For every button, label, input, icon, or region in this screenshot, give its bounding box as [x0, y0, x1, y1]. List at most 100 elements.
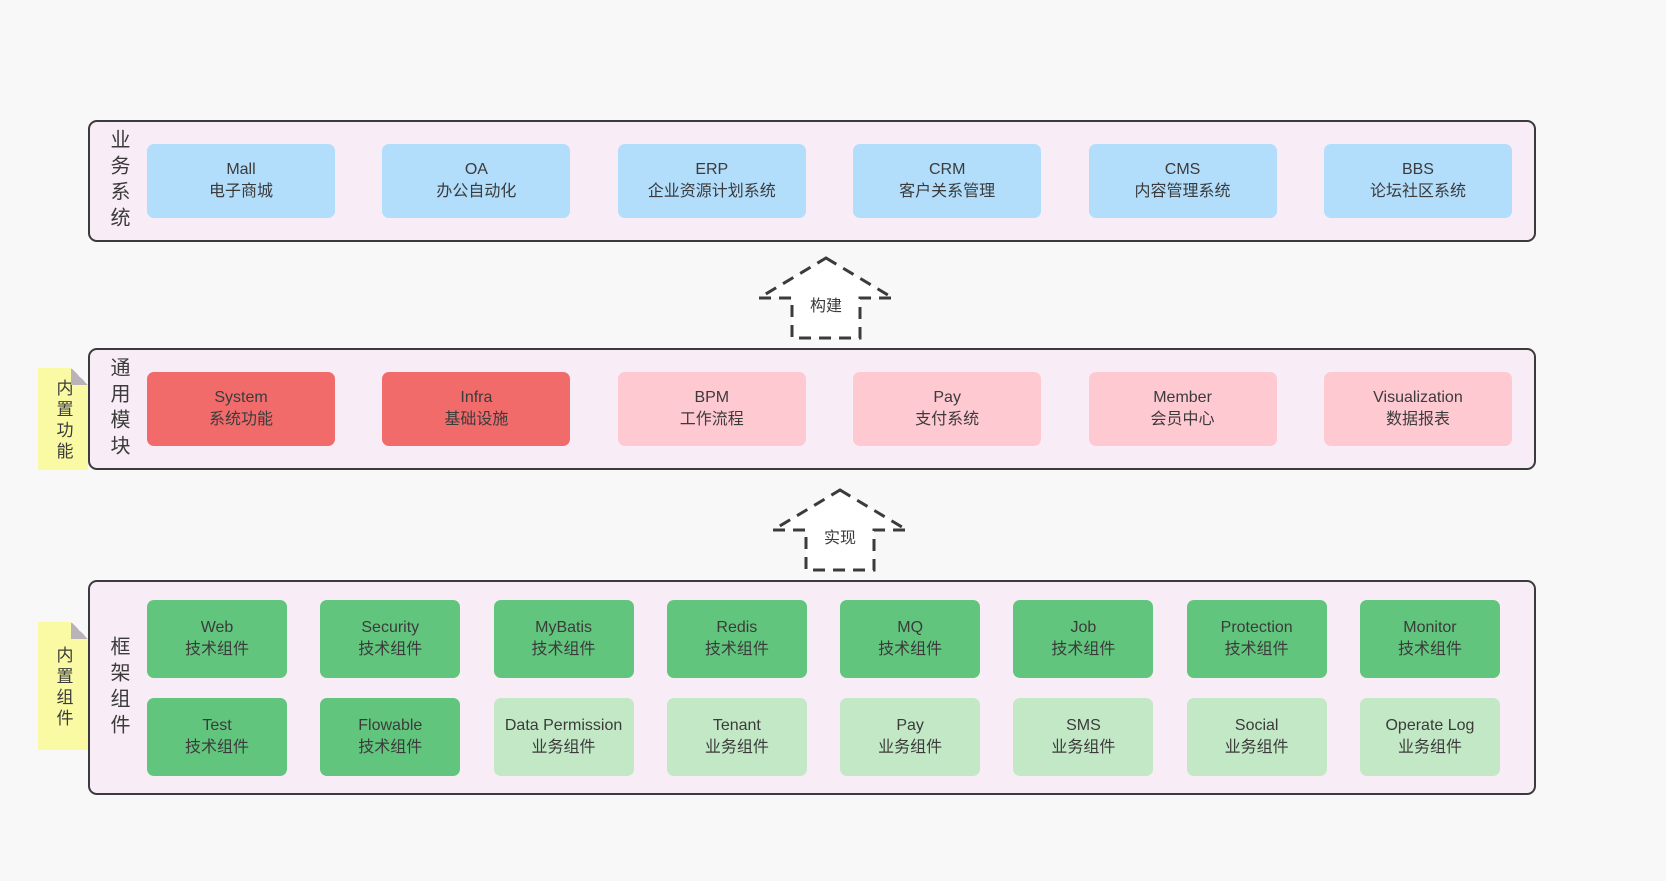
box-subtitle: 业务组件 [1397, 738, 1462, 756]
box-subtitle: 电子商城 [208, 183, 273, 200]
box-subtitle: 技术组件 [358, 640, 423, 658]
box-name: Web [200, 618, 234, 636]
box-subtitle: 客户关系管理 [899, 183, 996, 200]
box-subtitle: 技术组件 [184, 738, 249, 756]
box-name: Visualization [1373, 389, 1463, 406]
box-subtitle: 技术组件 [358, 738, 423, 756]
box-name: CMS [1164, 161, 1201, 178]
box-name: Tenant [712, 716, 761, 734]
box-name: MyBatis [535, 618, 593, 636]
diagram-box-mq: MQ 技术组件 [840, 599, 981, 678]
box-subtitle: 技术组件 [184, 640, 249, 658]
box-subtitle: 技术组件 [531, 640, 596, 658]
diagram-box-data-permission: Data Permission 业务组件 [493, 697, 634, 776]
box-name: MQ [897, 618, 924, 636]
diagram-box-visualization: Visualization 数据报表 [1323, 372, 1512, 446]
box-subtitle: 会员中心 [1150, 411, 1215, 428]
box-name: Mall [226, 161, 256, 178]
box-subtitle: 基础设施 [444, 411, 509, 428]
box-subtitle: 系统功能 [208, 411, 273, 428]
box-name: Pay [896, 716, 924, 734]
diagram-box-protection: Protection 技术组件 [1186, 599, 1327, 678]
sticky-note-built-in-features: 内置功能 [38, 368, 88, 470]
diagram-box-monitor: Monitor 技术组件 [1359, 599, 1500, 678]
business-systems-boxes: Mall 电子商城 OA 办公自动化 ERP 企业资源计划系统 CRM 客户关系管理 CMS 内容… [147, 122, 1534, 240]
sticky-note-label: 内置组件 [53, 646, 73, 730]
box-subtitle: 办公自动化 [436, 183, 517, 200]
diagram-box-redis: Redis 技术组件 [666, 599, 807, 678]
box-name: Data Permission [504, 716, 623, 734]
diagram-box-flowable: Flowable 技术组件 [320, 697, 461, 776]
diagram-box-bbs: BBS 论坛社区系统 [1323, 144, 1512, 218]
box-subtitle: 技术组件 [1224, 640, 1289, 658]
box-subtitle: 业务组件 [1224, 738, 1289, 756]
diagram-box-bpm: BPM 工作流程 [617, 372, 806, 446]
diagram-box-security: Security 技术组件 [320, 599, 461, 678]
box-subtitle: 内容管理系统 [1134, 183, 1231, 200]
box-name: Test [202, 716, 232, 734]
note-fold-corner [71, 368, 88, 385]
diagram-box-mall: Mall 电子商城 [147, 144, 335, 218]
box-subtitle: 工作流程 [679, 411, 744, 428]
sticky-note-built-in-components: 内置组件 [38, 622, 88, 750]
diagram-box-tenant: Tenant 业务组件 [666, 697, 807, 776]
box-subtitle: 业务组件 [1051, 738, 1116, 756]
box-name: BBS [1401, 161, 1434, 178]
box-name: Infra [460, 389, 493, 406]
diagram-box-pay: Pay 业务组件 [840, 697, 981, 776]
box-name: Member [1153, 389, 1212, 406]
note-fold-corner [71, 622, 88, 639]
box-name: Flowable [358, 716, 423, 734]
box-name: OA [464, 161, 488, 178]
diagram-box-pay: Pay 支付系统 [853, 372, 1042, 446]
diagram-box-infra: Infra 基础设施 [382, 372, 571, 446]
section-label-framework-components: 框架组件 [107, 635, 129, 740]
business-systems-section: 业务系统 Mall 电子商城 OA 办公自动化 ERP 企业资源计划系统 CRM 客户关系管理… [88, 120, 1536, 242]
diagram-box-operate-log: Operate Log 业务组件 [1359, 697, 1500, 776]
box-subtitle: 业务组件 [531, 738, 596, 756]
box-name: ERP [695, 161, 729, 178]
dashed-up-arrow-icon: 实现 [770, 488, 910, 572]
box-name: Operate Log [1385, 716, 1475, 734]
box-subtitle: 技术组件 [704, 640, 769, 658]
box-name: Security [361, 618, 420, 636]
diagram-box-oa: OA 办公自动化 [382, 144, 571, 218]
arrow-label: 实现 [824, 529, 856, 547]
diagram-box-member: Member 会员中心 [1088, 372, 1277, 446]
box-name: Redis [716, 618, 758, 636]
dashed-up-arrow-icon: 构建 [756, 256, 896, 340]
diagram-box-sms: SMS 业务组件 [1013, 697, 1154, 776]
diagram-box-web: Web 技术组件 [147, 599, 287, 678]
box-subtitle: 论坛社区系统 [1369, 183, 1466, 200]
diagram-box-erp: ERP 企业资源计划系统 [617, 144, 806, 218]
box-name: BPM [694, 389, 730, 406]
box-subtitle: 技术组件 [1397, 640, 1462, 658]
box-subtitle: 技术组件 [878, 640, 943, 658]
box-subtitle: 支付系统 [915, 411, 980, 428]
box-name: Protection [1220, 618, 1293, 636]
box-name: Pay [933, 389, 961, 406]
section-label-business-systems: 业务系统 [107, 129, 129, 233]
diagram-box-mybatis: MyBatis 技术组件 [493, 599, 634, 678]
sticky-note-label: 内置功能 [53, 379, 73, 463]
box-name: Social [1234, 716, 1279, 734]
box-subtitle: 企业资源计划系统 [647, 183, 776, 200]
box-subtitle: 业务组件 [704, 738, 769, 756]
box-name: CRM [928, 161, 966, 178]
box-subtitle: 业务组件 [878, 738, 943, 756]
box-name: Monitor [1403, 618, 1457, 636]
box-row: Mall 电子商城 OA 办公自动化 ERP 企业资源计划系统 CRM 客户关系管理 CMS 内容… [147, 144, 1512, 218]
box-name: Job [1070, 618, 1097, 636]
box-name: SMS [1066, 716, 1101, 734]
box-subtitle: 数据报表 [1385, 411, 1450, 428]
